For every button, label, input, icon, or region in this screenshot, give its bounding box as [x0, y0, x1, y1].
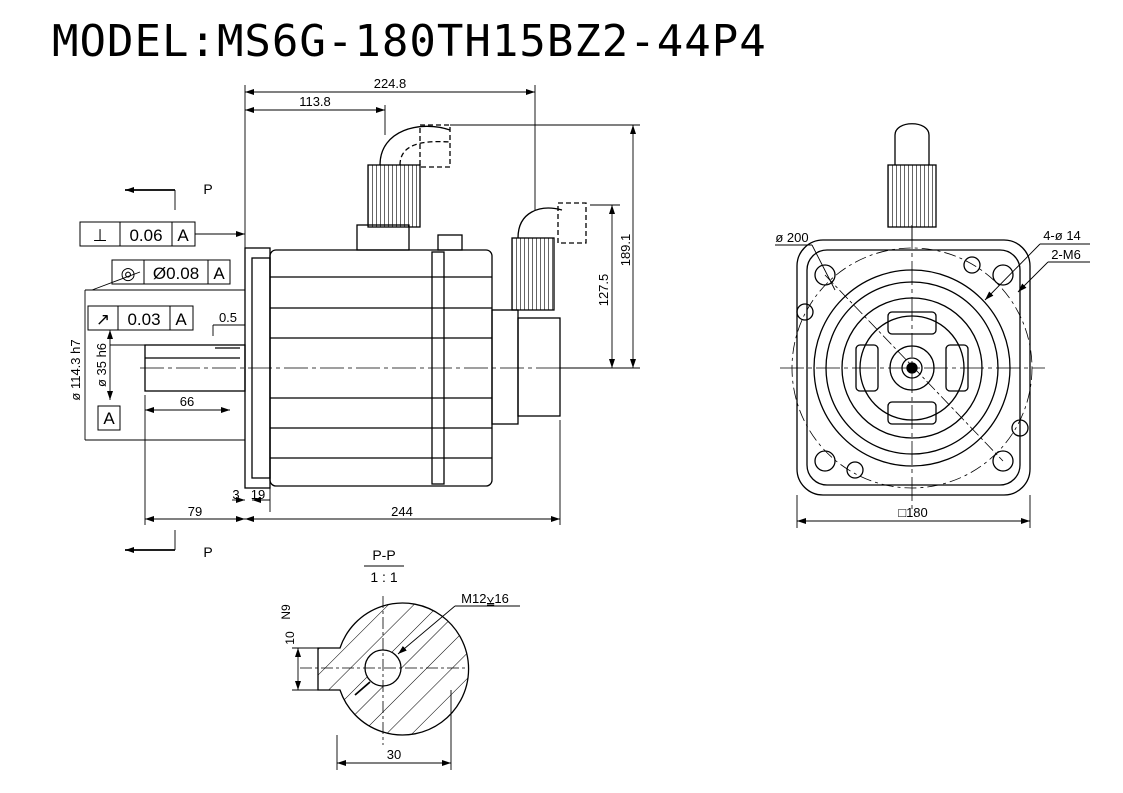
section-name: P-P	[372, 547, 395, 563]
dim-front-len: 79	[188, 504, 202, 519]
perp-value: 0.06	[129, 226, 162, 245]
dim-key-height: N9	[279, 604, 293, 620]
tolerance-frame-concentricity: ◎ Ø0.08 A	[111, 259, 231, 285]
dim-flange-thk-b: 19	[251, 487, 265, 502]
dim-pcd: ø 200	[775, 230, 808, 245]
section-scale: 1 : 1	[370, 569, 397, 585]
runout-value: 0.03	[127, 310, 160, 329]
datum-label: A	[103, 409, 115, 428]
dim-height-connector: 127.5	[596, 274, 611, 307]
tolerance-frame-runout: ↗ 0.03 A	[87, 305, 194, 331]
datum-box: A	[97, 405, 121, 431]
dim-tapped: 2-M6	[1051, 247, 1081, 262]
concentric-datum: A	[213, 264, 225, 283]
dim-flange-dia: ø 114.3 h7	[68, 339, 83, 400]
dim-overall-top: 224.8	[374, 76, 407, 91]
dim-shaft-len: 66	[180, 394, 194, 409]
front-view	[780, 123, 1045, 510]
side-view	[140, 124, 587, 489]
dim-square: □180	[898, 505, 928, 520]
dim-height-total: 189.1	[618, 234, 633, 267]
section-mark-top: P	[203, 181, 212, 197]
dim-shaft-dia: ø 35 h6	[94, 343, 109, 387]
dim-section-shaft: 30	[387, 747, 401, 762]
tolerance-frame-perpendicularity: ⊥ 0.06 A	[79, 221, 196, 247]
dim-runout-offset: 0.5	[219, 310, 237, 325]
front-view-dimensions	[775, 243, 1090, 528]
dim-body-len: 244	[391, 504, 413, 519]
runout-datum: A	[175, 310, 187, 329]
concentricity-icon: ◎	[121, 264, 136, 283]
section-mark-bottom: P	[203, 544, 212, 560]
side-view-dimensions	[84, 85, 640, 550]
concentric-value: Ø0.08	[153, 264, 199, 283]
section-view: P-P 1 : 1 30 N9 10 M12⩣16	[279, 547, 520, 770]
dim-thread: M12⩣16	[461, 591, 509, 606]
dim-connector-offset: 113.8	[299, 94, 331, 109]
perp-datum: A	[177, 226, 189, 245]
dim-key-width: 10	[283, 631, 297, 645]
dim-holes: 4-ø 14	[1043, 228, 1081, 243]
model-title: MODEL:MS6G-180TH15BZ2-44P4	[52, 16, 767, 67]
perpendicularity-icon: ⊥	[93, 226, 108, 245]
dim-flange-thk-a: 3	[232, 487, 239, 502]
runout-icon: ↗	[96, 310, 110, 329]
